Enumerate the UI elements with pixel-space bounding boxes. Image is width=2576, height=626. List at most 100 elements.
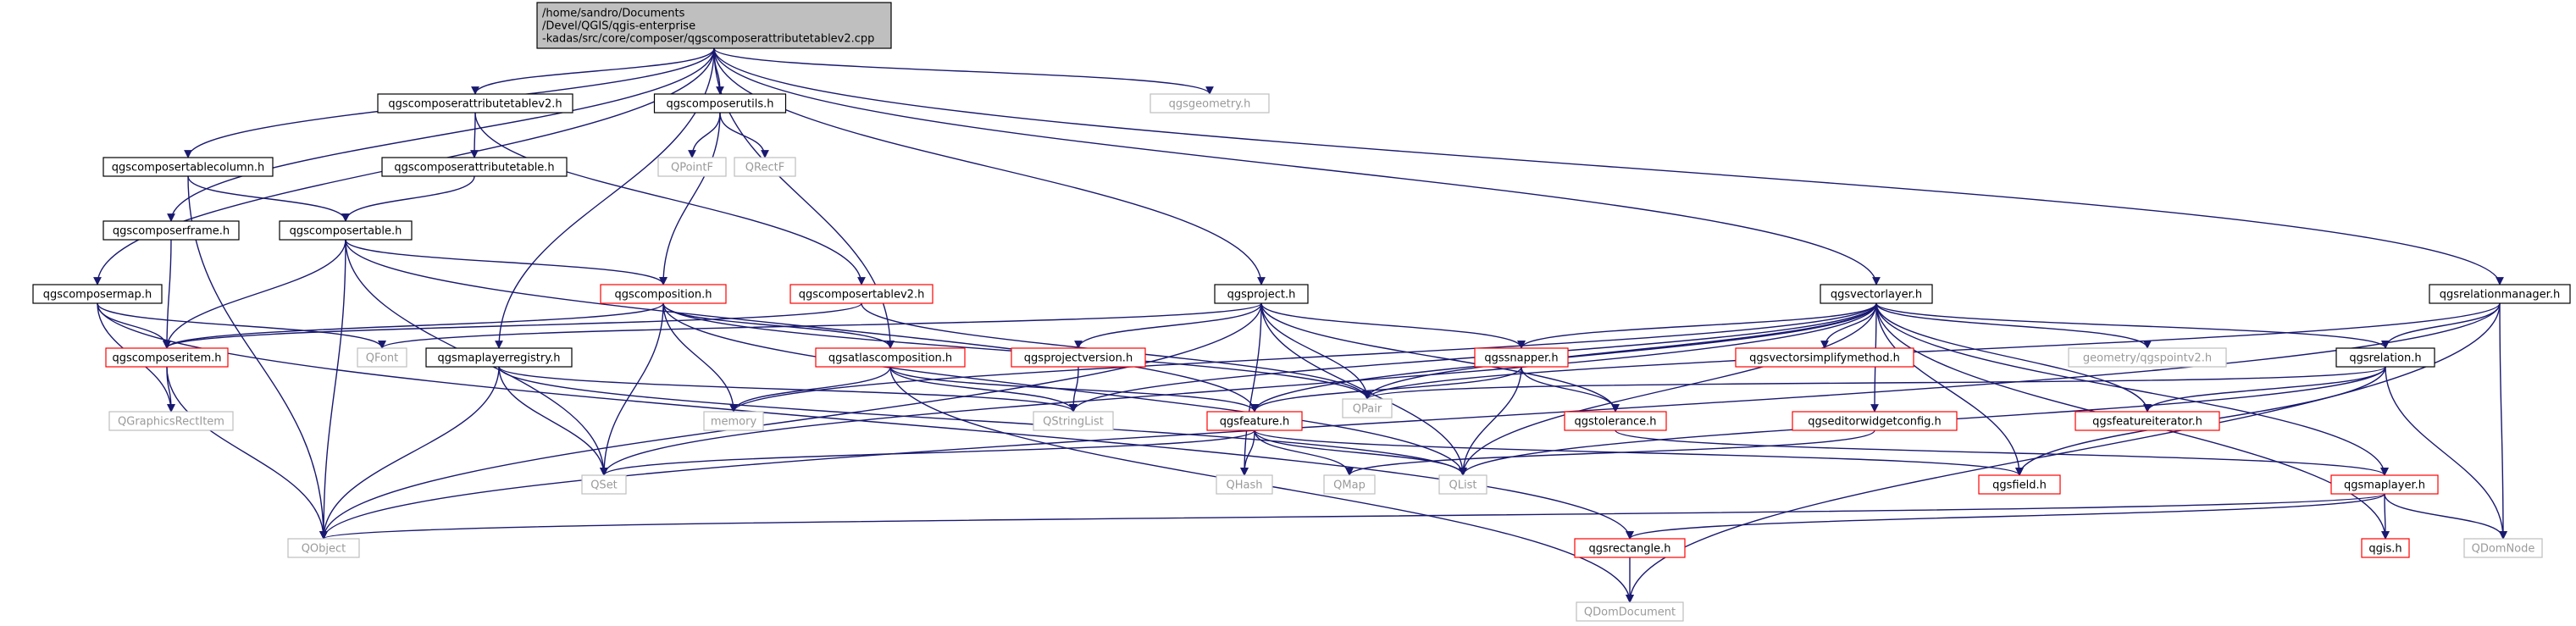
- edge-qgscomposertablev2-to-qgscomposeritem: [163, 302, 862, 349]
- node-qgsrectangle[interactable]: qgsrectangle.h: [1574, 538, 1686, 558]
- node-label-qlist: QList: [1449, 479, 1477, 492]
- edge-qgscomposertable-to-qgscomposition: [345, 239, 668, 285]
- node-qgssnapper[interactable]: qgssnapper.h: [1474, 347, 1569, 368]
- node-qobject[interactable]: QObject: [287, 538, 360, 558]
- edge-qgsvectorlayer-to-geometry_qgspointv2: [1875, 302, 2152, 349]
- node-qgscomposertable[interactable]: qgscomposertable.h: [279, 220, 413, 241]
- node-qstringlist[interactable]: QStringList: [1033, 411, 1114, 431]
- node-box-qpointf: [657, 157, 727, 177]
- node-box-qfont: [357, 347, 407, 368]
- edge-qgsrelationmanager-to-qpair: [1363, 302, 2501, 400]
- edge-qgsmaplayerregistry-to-qlist: [498, 366, 1467, 476]
- node-box-memory: [703, 411, 764, 431]
- edge-qgsmaplayer-to-qdomnode: [2384, 493, 2507, 540]
- edge-qgscomposition-to-memory: [662, 302, 738, 413]
- edge-qgsvectorlayer-to-qpair: [1363, 302, 1877, 400]
- node-qgscomposertablecolumn[interactable]: qgscomposertablecolumn.h: [102, 157, 274, 177]
- edge-qgsmaplayerregistry-to-qstringlist: [498, 366, 1077, 413]
- node-box-qgseditorwidgetconfig: [1792, 411, 1958, 431]
- node-label-qgscomposertablev2: qgscomposertablev2.h: [799, 289, 925, 302]
- edge-root-to-qgsgeometry: [713, 47, 1214, 95]
- node-label-qgsvectorsimplifymethod: qgsvectorsimplifymethod.h: [1749, 352, 1900, 365]
- edge-qgscomposerattributetablev2-to-qgscomposerattributetable: [470, 112, 479, 158]
- node-box-qgscomposerattributetable: [381, 157, 568, 177]
- node-qgscomposerutils[interactable]: qgscomposerutils.h: [653, 93, 787, 114]
- node-qlist[interactable]: QList: [1438, 474, 1487, 495]
- node-label-qmap: QMap: [1333, 479, 1366, 492]
- node-qgscomposertablev2[interactable]: qgscomposertablev2.h: [789, 284, 933, 304]
- edge-qgsproject-to-qobject: [319, 302, 1262, 540]
- edge-qgsrelationmanager-to-qobject: [319, 302, 2501, 540]
- node-qgscomposermap[interactable]: qgscomposermap.h: [32, 284, 163, 304]
- edge-qgsvectorlayer-to-qset: [600, 302, 1877, 476]
- edge-qgsproject-to-qfont: [378, 302, 1262, 349]
- edge-qgssnapper-to-qgstolerance: [1521, 366, 1620, 413]
- node-qgscomposition[interactable]: qgscomposition.h: [600, 284, 727, 304]
- node-geometry_qgspointv2[interactable]: geometry/qgspointv2.h: [2068, 347, 2227, 368]
- node-label-qdomnode: QDomNode: [2472, 543, 2535, 556]
- node-qgscomposerattributetable[interactable]: qgscomposerattributetable.h: [381, 157, 568, 177]
- edge-qgsvectorlayer-to-memory: [729, 302, 1877, 413]
- node-memory[interactable]: memory: [703, 411, 764, 431]
- node-qgstolerance[interactable]: qgstolerance.h: [1564, 411, 1667, 431]
- node-qgsatlascomposition[interactable]: qgsatlascomposition.h: [815, 347, 966, 368]
- node-label-qgscomposerattributetable: qgscomposerattributetable.h: [394, 162, 554, 175]
- node-qgsrelation[interactable]: qgsrelation.h: [2335, 347, 2435, 368]
- node-qgsfield[interactable]: qgsfield.h: [1978, 474, 2061, 495]
- node-box-qgsmaplayerregistry: [425, 347, 573, 368]
- node-qgsvectorsimplifymethod[interactable]: qgsvectorsimplifymethod.h: [1735, 347, 1914, 368]
- node-qpointf[interactable]: QPointF: [657, 157, 727, 177]
- node-box-qdomdocument: [1576, 601, 1684, 622]
- nodes: /home/sandro/Documents/Devel/QGIS/qgis-e…: [32, 2, 2571, 622]
- node-box-qgscomposerutils: [653, 93, 787, 114]
- edge-qgsatlascomposition-to-qgsfeature: [889, 366, 1259, 413]
- node-qmap[interactable]: QMap: [1323, 474, 1376, 495]
- node-qgsrelationmanager[interactable]: qgsrelationmanager.h: [2429, 284, 2571, 304]
- node-box-qgsvectorlayer: [1820, 284, 1933, 304]
- edge-qgsmaplayer-to-qobject: [319, 493, 2385, 540]
- node-qgsfeature[interactable]: qgsfeature.h: [1206, 411, 1303, 431]
- node-qpair[interactable]: QPair: [1342, 398, 1393, 418]
- node-qgscomposerframe[interactable]: qgscomposerframe.h: [102, 220, 240, 241]
- node-box-qgis: [2361, 538, 2410, 558]
- node-box-qgssnapper: [1474, 347, 1569, 368]
- node-qgsprojectversion[interactable]: qgsprojectversion.h: [1011, 347, 1146, 368]
- edge-qgscomposermap-to-qfont: [97, 302, 386, 349]
- edge-qgscomposeritem-to-qobject: [166, 366, 328, 540]
- node-qgraphicsrectitem[interactable]: QGraphicsRectItem: [108, 411, 234, 431]
- node-label-qgscomposition: qgscomposition.h: [615, 289, 712, 302]
- node-box-root: [536, 2, 892, 49]
- node-label-qgsfeature: qgsfeature.h: [1220, 416, 1290, 429]
- node-qgsfeatureiterator[interactable]: qgsfeatureiterator.h: [2075, 411, 2220, 431]
- node-qgis[interactable]: qgis.h: [2361, 538, 2410, 558]
- node-qrectf[interactable]: QRectF: [734, 157, 796, 177]
- node-qgscomposerattributetablev2[interactable]: qgscomposerattributetablev2.h: [377, 93, 573, 114]
- node-qgsmaplayerregistry[interactable]: qgsmaplayerregistry.h: [425, 347, 573, 368]
- edge-qgsrelationmanager-to-qgsrelation: [2381, 302, 2501, 349]
- node-label-qgsproject: qgsproject.h: [1227, 289, 1296, 302]
- edge-qgsfeature-to-qlist: [1254, 429, 1467, 476]
- edge-qgscomposerframe-to-qgscomposeritem: [163, 239, 172, 349]
- node-box-qpair: [1342, 398, 1393, 418]
- edge-qgsvectorlayer-to-qgsvectorsimplifymethod: [1820, 302, 1877, 349]
- edge-qgstolerance-to-qgsmaplayer: [1615, 429, 2389, 476]
- node-qgscomposeritem[interactable]: qgscomposeritem.h: [105, 347, 229, 368]
- node-label-memory: memory: [711, 416, 757, 429]
- node-qdomnode[interactable]: QDomNode: [2463, 538, 2543, 558]
- node-label-qgsgeometry: qgsgeometry.h: [1169, 98, 1251, 111]
- node-label-qgsfield: qgsfield.h: [1992, 479, 2047, 492]
- node-qgsgeometry[interactable]: qgsgeometry.h: [1150, 93, 1270, 114]
- node-qhash[interactable]: QHash: [1216, 474, 1273, 495]
- node-box-geometry_qgspointv2: [2068, 347, 2227, 368]
- node-qfont[interactable]: QFont: [357, 347, 407, 368]
- node-qdomdocument[interactable]: QDomDocument: [1576, 601, 1684, 622]
- node-qgseditorwidgetconfig[interactable]: qgseditorwidgetconfig.h: [1792, 411, 1958, 431]
- edge-qgscomposerattributetablev2-to-qgscomposertablev2: [474, 112, 866, 285]
- node-qgsmaplayer[interactable]: qgsmaplayer.h: [2330, 474, 2439, 495]
- node-root[interactable]: /home/sandro/Documents/Devel/QGIS/qgis-e…: [536, 2, 892, 49]
- node-qset[interactable]: QSet: [581, 474, 627, 495]
- node-box-qgscomposerattributetablev2: [377, 93, 573, 114]
- node-qgsvectorlayer[interactable]: qgsvectorlayer.h: [1820, 284, 1933, 304]
- edge-qgsatlascomposition-to-qstringlist: [889, 366, 1077, 413]
- node-qgsproject[interactable]: qgsproject.h: [1214, 284, 1309, 304]
